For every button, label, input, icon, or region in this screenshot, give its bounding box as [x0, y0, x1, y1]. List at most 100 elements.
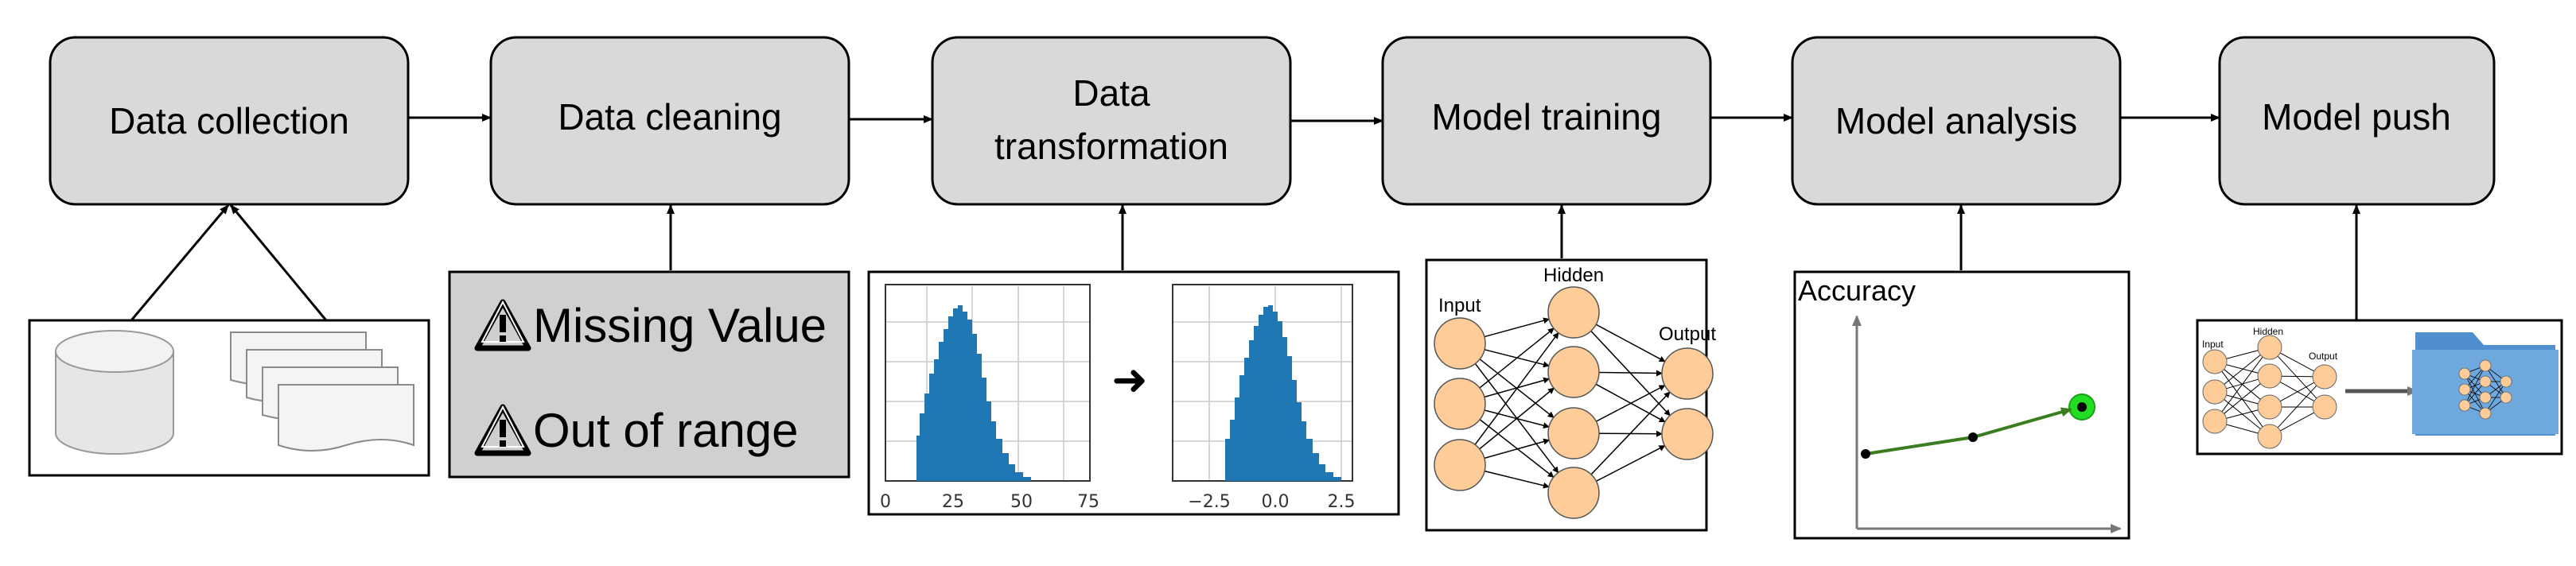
stage-label-collection: Data collection: [109, 100, 349, 142]
nn-node: [2479, 391, 2492, 404]
nn-edge: [2281, 375, 2313, 378]
warning-out-of-range: Out of range: [533, 404, 799, 457]
nn-edge: [2469, 407, 2481, 412]
stage-label-analysis: Model analysis: [1835, 100, 2077, 142]
nn-node: [2202, 409, 2228, 434]
accuracy-point-2: [1968, 432, 1978, 442]
nn-edge: [1590, 391, 1671, 475]
nn-node: [1547, 346, 1600, 398]
histogram-left: 0 25 50 75: [880, 284, 1099, 512]
nn-small-label-output: Output: [2309, 351, 2338, 362]
nn-node: [2500, 391, 2512, 404]
nn-node: [2257, 363, 2282, 389]
stage-label-cleaning: Data cleaning: [558, 96, 781, 138]
nn-label-output: Output: [1659, 324, 1716, 345]
nn-node: [1547, 286, 1600, 339]
nn-node: [2479, 359, 2492, 372]
arrow-sources-left: [130, 204, 230, 321]
nn-edge: [1474, 331, 1559, 445]
nn-edge: [2468, 386, 2482, 401]
stage-box-push: Model push: [2218, 36, 2496, 206]
nn-node: [2458, 367, 2471, 380]
nn-small-label-hidden: Hidden: [2253, 326, 2283, 337]
nn-edge: [2489, 368, 2502, 379]
nn-edge: [2468, 370, 2482, 386]
nn-edge: [2488, 386, 2504, 409]
nn-node: [1434, 317, 1486, 370]
nn-node: [2458, 383, 2471, 396]
stage-box-transformation: Data transformation: [931, 36, 1292, 206]
stage-box-collection: Data collection: [49, 36, 410, 206]
warning-missing-value: Missing Value: [533, 299, 827, 352]
nn-node: [2458, 399, 2471, 412]
nn-edge: [2469, 367, 2481, 372]
nn-edge: [2279, 382, 2315, 402]
nn-node: [2202, 379, 2228, 405]
tick-left-2: 50: [1010, 492, 1033, 512]
nn-edge: [2277, 385, 2317, 428]
nn-edge: [2226, 364, 2259, 374]
nn-edge: [2224, 355, 2261, 385]
nn-edge: [1595, 385, 1666, 422]
nn-node: [1547, 467, 1600, 519]
nn-edge: [1479, 328, 1555, 389]
nn-label-input: Input: [1438, 295, 1481, 316]
nn-node: [1547, 407, 1600, 459]
nn-label-hidden: Hidden: [1543, 265, 1604, 286]
nn-edge: [2226, 424, 2259, 434]
analysis-panel: Accuracy: [1793, 270, 2130, 540]
database-icon: [55, 330, 174, 455]
nn-node: [2312, 394, 2337, 420]
warning-triangle-icon: [474, 299, 531, 351]
push-panel: Input Hidden Output: [2196, 319, 2563, 456]
panel-arrows: [130, 204, 2360, 321]
nn-edge: [2224, 383, 2261, 414]
nn-edge: [2489, 400, 2502, 411]
nn-node: [2257, 424, 2282, 449]
nn-edge: [1596, 445, 1666, 482]
stage-label-push: Model push: [2262, 96, 2451, 138]
nn-edge: [2279, 352, 2315, 372]
tick-right-1: 0.0: [1262, 492, 1290, 512]
histogram-right: −2.5 0.0 2.5: [1172, 284, 1356, 512]
tick-right-2: 2.5: [1328, 492, 1356, 512]
nn-edge: [2277, 355, 2317, 399]
tick-right-0: −2.5: [1188, 492, 1230, 512]
nn-node: [2257, 394, 2282, 420]
neural-network-icon: [1434, 286, 1714, 519]
cleaning-panel: Missing Value Out of range: [448, 270, 850, 479]
nn-edge: [1479, 387, 1555, 450]
nn-edge: [2226, 394, 2259, 405]
training-panel: Input Hidden Output: [1425, 258, 1716, 532]
arrow-sources-right: [229, 204, 328, 321]
nn-edge: [2466, 370, 2484, 401]
nn-node: [2257, 335, 2282, 360]
nn-edge: [1595, 324, 1666, 362]
neural-network-small-icon: [2202, 335, 2337, 449]
histogram-left-bars: [916, 305, 1031, 481]
stage-box-training: Model training: [1381, 36, 1712, 206]
accuracy-point-1: [1861, 449, 1870, 459]
accuracy-point-3: [2077, 402, 2087, 412]
tick-left-1: 25: [942, 492, 964, 512]
accuracy-axis-label: Accuracy: [1798, 274, 1916, 307]
nn-edge: [2226, 409, 2259, 419]
transformation-panel: 0 25 50 75 ➜ −2.5 0.0 2.5: [867, 270, 1400, 516]
warning-triangle-icon: [474, 404, 531, 456]
stage-box-cleaning: Data cleaning: [489, 36, 850, 206]
nn-edge: [1598, 370, 1664, 377]
nn-edge: [2489, 384, 2502, 395]
histogram-right-bars: [1225, 305, 1341, 481]
flow-arrows: [408, 114, 2220, 125]
transform-arrow-icon: ➜: [1111, 355, 1147, 405]
nn-node: [2479, 375, 2492, 388]
stage-label-transformation-line2: transformation: [994, 126, 1228, 167]
nn-edge: [2279, 412, 2315, 432]
nn-node: [2500, 375, 2512, 388]
nn-edge: [1484, 438, 1551, 459]
tick-left-3: 75: [1077, 492, 1099, 512]
documents-icon: [230, 331, 414, 452]
nn-node: [1661, 408, 1714, 460]
stage-box-analysis: Model analysis: [1791, 36, 2122, 206]
